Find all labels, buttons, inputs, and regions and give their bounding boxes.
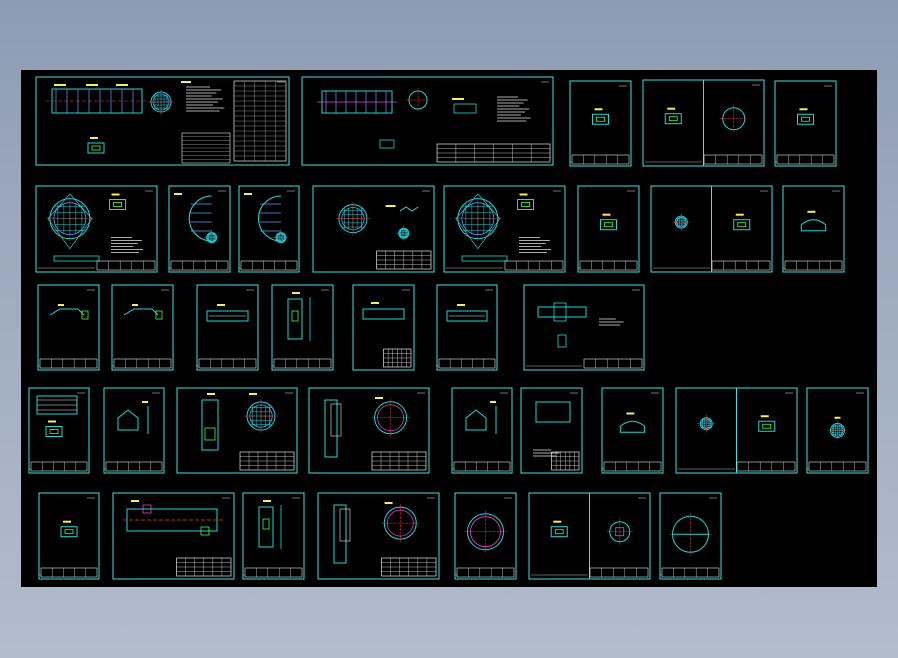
drawing-sheet[interactable] [436, 284, 498, 371]
drawing-sheet[interactable] [103, 387, 165, 474]
drawing-sheet[interactable] [577, 185, 640, 273]
drawing-sheet[interactable] [806, 387, 869, 474]
drawing-sheet[interactable] [28, 387, 90, 474]
cad-drawing-canvas[interactable] [21, 70, 877, 587]
drawing-sheet[interactable] [451, 387, 513, 474]
drawing-sheet[interactable] [659, 492, 722, 580]
drawing-sheet[interactable] [176, 387, 298, 474]
drawing-sheet[interactable] [312, 185, 435, 273]
drawing-sheet[interactable] [301, 76, 554, 166]
drawing-sheet[interactable] [650, 185, 773, 273]
drawing-sheet[interactable] [37, 284, 100, 371]
drawing-sheet[interactable] [443, 185, 566, 273]
drawing-sheets [28, 76, 869, 580]
drawing-sheet[interactable] [238, 185, 300, 273]
drawing-sheet[interactable] [675, 387, 798, 474]
drawing-sheet[interactable] [242, 492, 305, 580]
drawing-sheet[interactable] [35, 76, 290, 166]
drawing-sheet[interactable] [196, 284, 259, 371]
drawing-sheet[interactable] [569, 80, 632, 167]
drawing-sheet[interactable] [454, 492, 517, 580]
drawing-sheet[interactable] [168, 185, 231, 273]
drawing-sheet[interactable] [35, 185, 158, 273]
drawing-sheet[interactable] [352, 284, 415, 371]
drawing-sheet[interactable] [523, 284, 645, 371]
drawing-sheet[interactable] [642, 79, 765, 167]
drawing-sheet[interactable] [317, 492, 440, 580]
drawing-sheet[interactable] [308, 387, 430, 474]
drawing-sheet[interactable] [601, 387, 664, 474]
drawing-sheet[interactable] [38, 492, 100, 580]
drawing-sheet[interactable] [112, 492, 235, 580]
drawing-sheet[interactable] [774, 80, 837, 167]
drawing-sheet[interactable] [111, 284, 174, 371]
drawing-sheet[interactable] [782, 185, 845, 273]
drawing-sheet[interactable] [528, 492, 651, 580]
drawing-sheet[interactable] [271, 284, 334, 371]
drawing-sheet[interactable] [520, 387, 583, 474]
